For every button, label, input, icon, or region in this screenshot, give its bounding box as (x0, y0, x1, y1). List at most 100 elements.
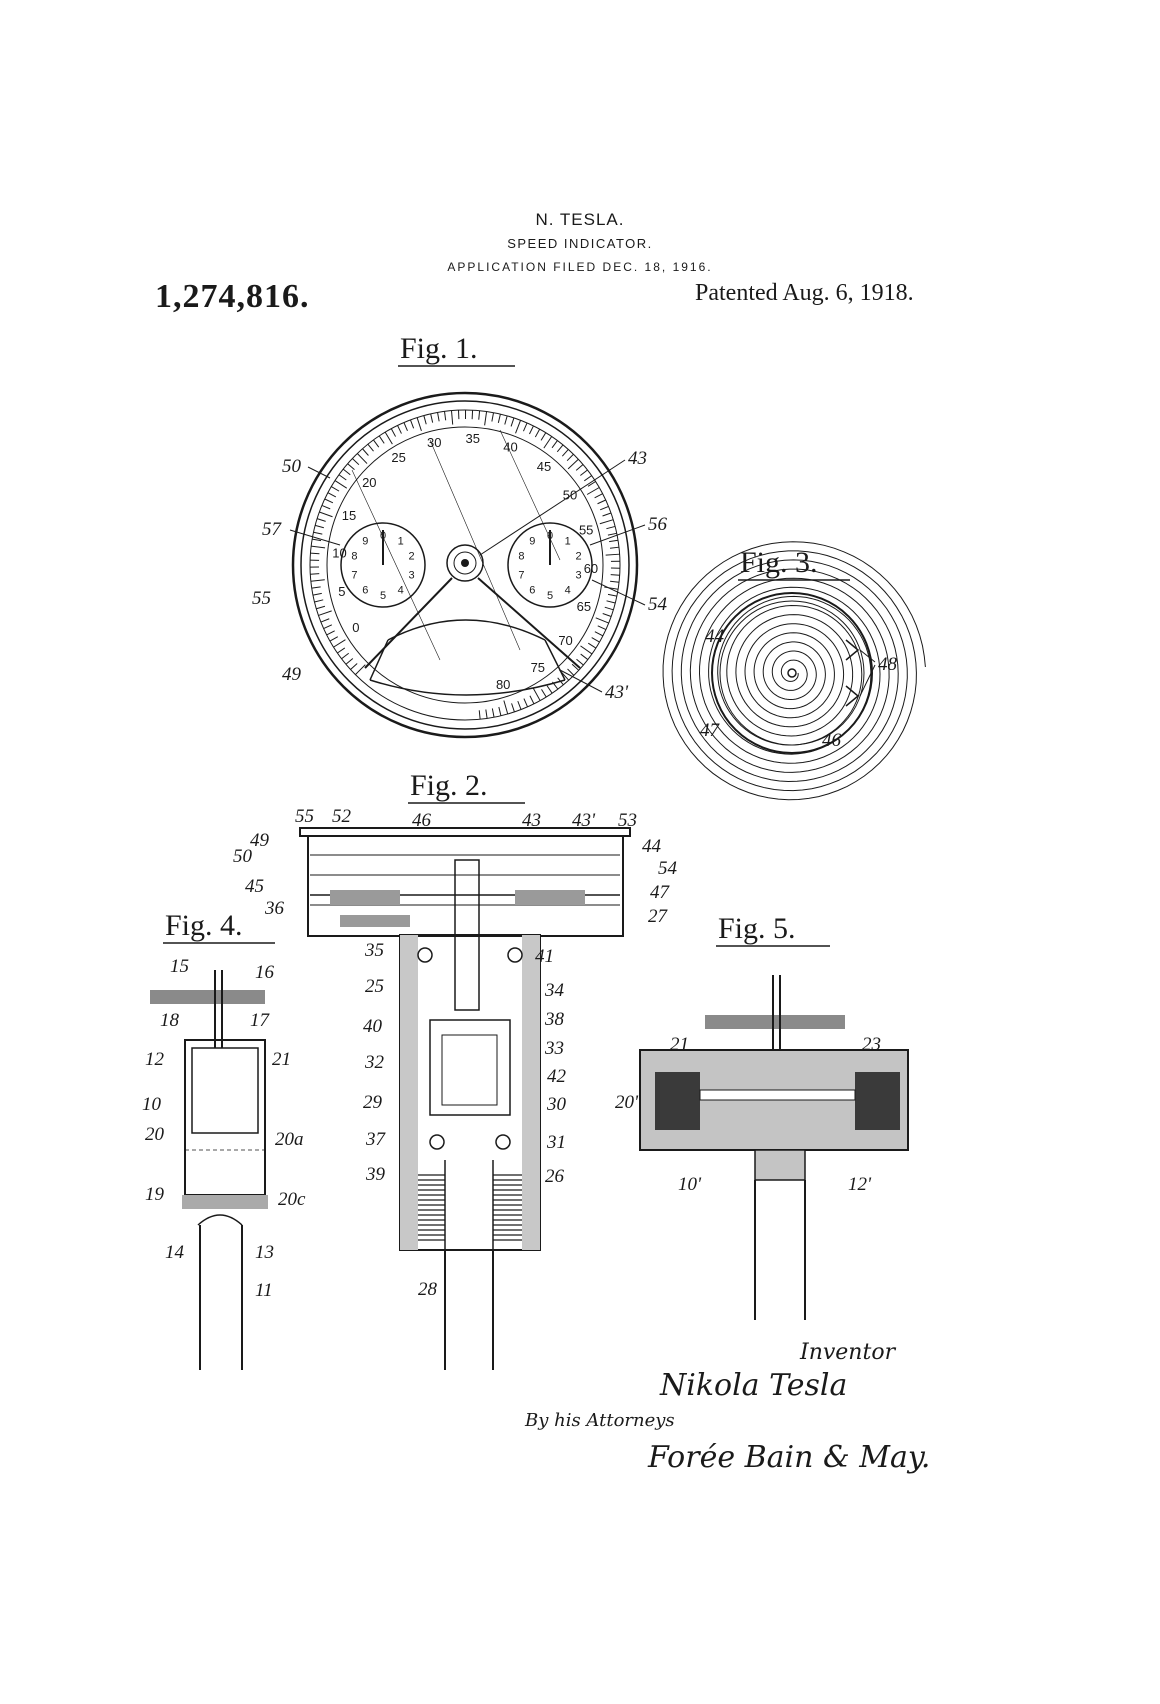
fig1-ref-43prime: 43' (605, 682, 629, 703)
fig1-dial-number: 0 (352, 620, 359, 635)
fig1-dial-number: 70 (558, 633, 572, 648)
fig4-ref-20c: 20c (278, 1189, 306, 1210)
fig2-ref-40: 40 (363, 1016, 383, 1037)
fig3-ref-47: 47 (700, 720, 721, 741)
fig4-ref-12: 12 (145, 1049, 165, 1070)
inventor-label: Inventor (800, 1340, 896, 1365)
fig2-ref-41: 41 (535, 946, 554, 967)
fig2-ref-44: 44 (642, 836, 662, 857)
figure-3: Fig. 3. 44 48 47 46 (662, 541, 926, 801)
fig5-ref-23: 23 (862, 1034, 881, 1055)
fig2-ref-33: 33 (544, 1038, 564, 1059)
subdial-number: 9 (362, 536, 368, 548)
inventor-signature: Nikola Tesla (660, 1368, 848, 1403)
fig2-ref-34: 34 (544, 980, 565, 1001)
subdial-number: 8 (518, 551, 524, 563)
fig1-dial-number: 40 (503, 440, 517, 455)
fig2-ref-52: 52 (332, 806, 352, 827)
fig1-dial-number: 20 (362, 475, 376, 490)
fig2-ref-38: 38 (544, 1009, 565, 1030)
subdial-number: 6 (529, 584, 535, 596)
fig2-ref-39: 39 (365, 1164, 386, 1185)
subdial-number: 5 (380, 590, 386, 602)
fig3-ref-46: 46 (822, 730, 842, 751)
fig1-dial-number: 80 (496, 677, 510, 692)
fig1-left-subdial (340, 522, 426, 608)
fig3-ref-44: 44 (705, 626, 725, 647)
subdial-number: 9 (529, 536, 535, 548)
filing-date: APPLICATION FILED DEC. 18, 1916. (447, 260, 713, 274)
fig1-dial-number: 5 (338, 584, 345, 599)
fig2-ref-37: 37 (365, 1129, 387, 1150)
fig3-hairspring (662, 541, 926, 801)
fig2-ref-31: 31 (546, 1132, 566, 1153)
fig2-ref-43: 43 (522, 810, 541, 831)
subdial-number: 2 (408, 551, 414, 563)
attorneys-signature: Forée Bain & May. (648, 1440, 931, 1475)
fig2-ref-53: 53 (618, 810, 637, 831)
fig4-ref-11: 11 (255, 1280, 273, 1301)
fig1-ref-49: 49 (282, 664, 302, 685)
fig2-ref-29: 29 (363, 1092, 383, 1113)
fig2-thread (418, 1174, 522, 1241)
subdial-number: 3 (408, 569, 414, 581)
fig1-dial-number: 45 (537, 459, 551, 474)
fig4-ref-17: 17 (250, 1010, 271, 1031)
fig1-ref-55: 55 (252, 588, 271, 609)
fig4-ref-21: 21 (272, 1049, 291, 1070)
subdial-number: 7 (351, 569, 357, 581)
fig2-ref-36: 36 (264, 898, 285, 919)
fig4-ref-13: 13 (255, 1242, 274, 1263)
fig1-dial-number: 15 (342, 508, 356, 523)
fig2-ref-42: 42 (547, 1066, 567, 1087)
fig1-dial-number: 30 (427, 435, 441, 450)
subdial-number: 2 (575, 551, 581, 563)
fig1-dial-number: 55 (579, 523, 593, 538)
fig2-ref-55: 55 (295, 806, 314, 827)
fig1-ref-57: 57 (262, 519, 283, 540)
fig5-ref-21: 21 (670, 1034, 689, 1055)
subdial-number: 4 (565, 584, 571, 596)
fig2-ref-30: 30 (546, 1094, 567, 1115)
figure-4: Fig. 4. 15 16 18 17 12 21 10 20 20a 19 2… (142, 909, 306, 1370)
fig1-ref-43: 43 (628, 448, 647, 469)
fig1-label: Fig. 1. (400, 332, 478, 365)
inventor-heading: N. TESLA. (535, 210, 625, 229)
subdial-number: 5 (547, 590, 553, 602)
fig2-ref-47: 47 (650, 882, 671, 903)
fig1-ref-54: 54 (648, 594, 668, 615)
subdial-number: 7 (518, 569, 524, 581)
attorneys-label: By his Attorneys (525, 1410, 675, 1431)
fig2-ref-25: 25 (365, 976, 384, 997)
fig3-ref-48: 48 (878, 654, 898, 675)
fig2-label: Fig. 2. (410, 769, 488, 802)
fig1-right-subdial (507, 522, 593, 608)
subdial-number: 8 (351, 551, 357, 563)
fig1-dial-number: 50 (563, 487, 577, 502)
subdial-number: 6 (362, 584, 368, 596)
fig2-ref-43prime: 43' (572, 810, 596, 831)
invention-title: SPEED INDICATOR. (507, 236, 653, 251)
fig3-label: Fig. 3. (740, 546, 818, 579)
fig1-dial-number: 25 (391, 450, 405, 465)
fig4-label: Fig. 4. (165, 909, 243, 942)
fig4-ref-14: 14 (165, 1242, 185, 1263)
fig4-ref-18: 18 (160, 1010, 180, 1031)
patent-date: Patented Aug. 6, 1918. (695, 280, 914, 306)
fig2-ref-35: 35 (364, 940, 384, 961)
subdial-number: 4 (398, 584, 404, 596)
fig1-dial-number: 65 (577, 599, 591, 614)
fig4-ref-15: 15 (170, 956, 189, 977)
subdial-number: 3 (575, 569, 581, 581)
fig4-ref-19: 19 (145, 1184, 165, 1205)
fig2-ref-26: 26 (545, 1166, 565, 1187)
fig4-ref-20: 20 (145, 1124, 165, 1145)
subdial-number: 1 (398, 536, 404, 548)
fig2-ref-27: 27 (648, 906, 669, 927)
figure-5: Fig. 5. 21 23 20' 10' 12' (615, 912, 909, 1320)
fig4-ref-10: 10 (142, 1094, 162, 1115)
patent-number: 1,274,816. (155, 278, 310, 315)
